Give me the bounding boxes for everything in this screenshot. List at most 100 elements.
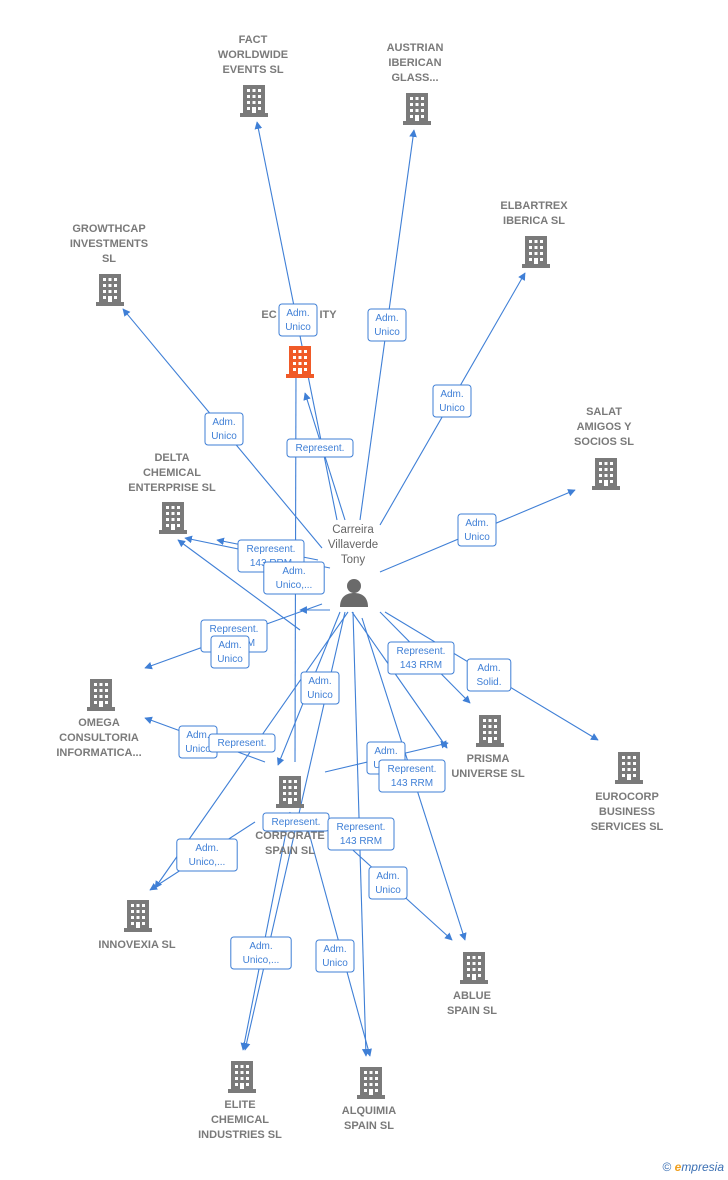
node-label-line: IBERICAN (388, 57, 441, 69)
brand-initial: e (674, 1160, 682, 1174)
edge-label-box[interactable] (432, 384, 472, 418)
edge-label-text: Represent. (296, 443, 345, 454)
edge-label-corporate-to-ecocity[interactable]: Represent. (208, 733, 276, 753)
edge-label-box[interactable] (210, 635, 250, 669)
building-icon (228, 1061, 256, 1093)
node-innovexia[interactable]: INNOVEXIA SL (98, 900, 176, 951)
edge-label-corporate-to-elite[interactable]: Represent. (262, 812, 330, 832)
edge-label-text: Adm. (249, 941, 272, 952)
node-label-line: CHEMICAL (143, 467, 201, 479)
edge-label-person-to-salat[interactable]: Adm.Unico (457, 513, 497, 547)
edge-label-text: Unico (217, 654, 243, 665)
edge-label-box[interactable] (367, 308, 407, 342)
edge-label-text: Represent. (388, 764, 437, 775)
edge-label-text: Adm. (477, 663, 500, 674)
edge-label-box[interactable] (278, 303, 318, 337)
node-label-line: EUROCORP (595, 791, 659, 803)
node-ablue[interactable]: ABLUE SPAIN SL (447, 952, 497, 1017)
node-label-line: ABLUE (453, 990, 491, 1002)
edge-label-person-to-fact[interactable]: Adm.Unico (278, 303, 318, 337)
edge-label-text: Unico (322, 958, 348, 969)
node-omega[interactable]: OMEGACONSULTORIAINFORMATICA... (56, 679, 142, 759)
edge-label-person-to-austrian[interactable]: Adm.Unico (367, 308, 407, 342)
copyright-symbol: © (662, 1160, 672, 1174)
edge-label-box[interactable] (457, 513, 497, 547)
edge-label-box[interactable] (378, 759, 446, 793)
edge-label-text: Unico (307, 690, 333, 701)
edge-label-person-to-omega[interactable]: Adm. Unico (210, 635, 250, 669)
building-icon (159, 502, 187, 534)
edge-label-box[interactable] (230, 936, 292, 970)
edge-label-box[interactable] (300, 671, 340, 705)
edge-label-corporate-to-innovexia[interactable]: Adm.Unico,... (176, 838, 238, 872)
node-label-line: CORPORATE (255, 830, 324, 842)
edge-label-person-to-elbartrex[interactable]: Adm.Unico (432, 384, 472, 418)
building-icon (276, 776, 304, 808)
edge-label-text: Adm. (323, 944, 346, 955)
node-austrian[interactable]: AUSTRIANIBERICANGLASS... (387, 42, 444, 125)
node-label-line: SPAIN SL (447, 1005, 497, 1017)
node-corporate[interactable]: CORPORATE SPAIN SL (255, 776, 325, 857)
building-icon (476, 715, 504, 747)
edge-label-text: Adm. (465, 518, 488, 529)
edge-label-person-to-delta[interactable]: Adm.Unico,... (263, 561, 325, 595)
node-label-line: CHEMICAL (211, 1114, 269, 1126)
building-icon (96, 274, 124, 306)
edge-label-person-to-growthcap[interactable]: Adm.Unico (204, 412, 244, 446)
edge-label-person-to-corporate[interactable]: Adm. Unico (300, 671, 340, 705)
edge-label-box[interactable] (286, 438, 354, 458)
edge-label-text: Unico (285, 322, 311, 333)
edge-label-box[interactable] (204, 412, 244, 446)
node-label-line: DELTA (154, 452, 189, 464)
node-label-line: BUSINESS (599, 806, 655, 818)
edge-label-box[interactable] (176, 838, 238, 872)
node-label-line: CONSULTORIA (59, 732, 139, 744)
edge-label-box[interactable] (263, 561, 325, 595)
edge-label-person-to-eurocorp[interactable]: Adm. Solid. (466, 658, 512, 692)
edge-label-box[interactable] (466, 658, 512, 692)
edge-label-person-to-alquimia[interactable]: Adm. Unico (315, 939, 355, 973)
edge-label-text: 143 RRM (400, 660, 442, 671)
edge-label-box[interactable] (368, 866, 408, 900)
building-icon (240, 85, 268, 117)
edge-label-box[interactable] (327, 817, 395, 851)
edge-label-text: Adm. (308, 676, 331, 687)
node-label-line: Carreira (332, 524, 374, 536)
edge-label-box[interactable] (387, 641, 455, 675)
node-label-line: AMIGOS Y (577, 421, 632, 433)
edge-label-person-to-prisma[interactable]: Represent.143 RRM (378, 759, 446, 793)
nodes-layer: CarreiraVillaverdeTonyFACTWORLDWIDEEVENT… (56, 34, 663, 1141)
building-icon (615, 752, 643, 784)
edge-label-person-to-elite[interactable]: Adm.Unico,... (230, 936, 292, 970)
node-label-line: Villaverde (328, 539, 378, 551)
edge-label-person-to-prisma[interactable]: Represent.143 RRM (387, 641, 455, 675)
edge-label-text: Adm. (440, 389, 463, 400)
edge-label-box[interactable] (315, 939, 355, 973)
node-label-line: SPAIN SL (265, 845, 315, 857)
node-label-line: IBERICA SL (503, 215, 565, 227)
node-label-line: ELBARTREX (500, 200, 568, 212)
edge-label-text: Solid. (476, 677, 501, 688)
edge-label-text: Adm. (218, 640, 241, 651)
node-label-line: SALAT (586, 406, 622, 418)
edge-label-corporate-to-omega[interactable]: Adm.Unico (178, 725, 218, 759)
edge-label-box[interactable] (208, 733, 276, 753)
edge-label-text: Represent. (218, 738, 267, 749)
node-elbartrex[interactable]: ELBARTREX IBERICA SL (500, 200, 568, 268)
building-icon (403, 93, 431, 125)
edge-person-to-delta (177, 539, 301, 631)
edge-label-person-to-ecocity[interactable]: Represent. (286, 438, 354, 458)
node-label-line: UNIVERSE SL (451, 768, 525, 780)
edge-label-person-to-ablue[interactable]: Adm.Unico (368, 866, 408, 900)
edge-label-corporate-to-ablue[interactable]: Represent.143 RRM (327, 817, 395, 851)
